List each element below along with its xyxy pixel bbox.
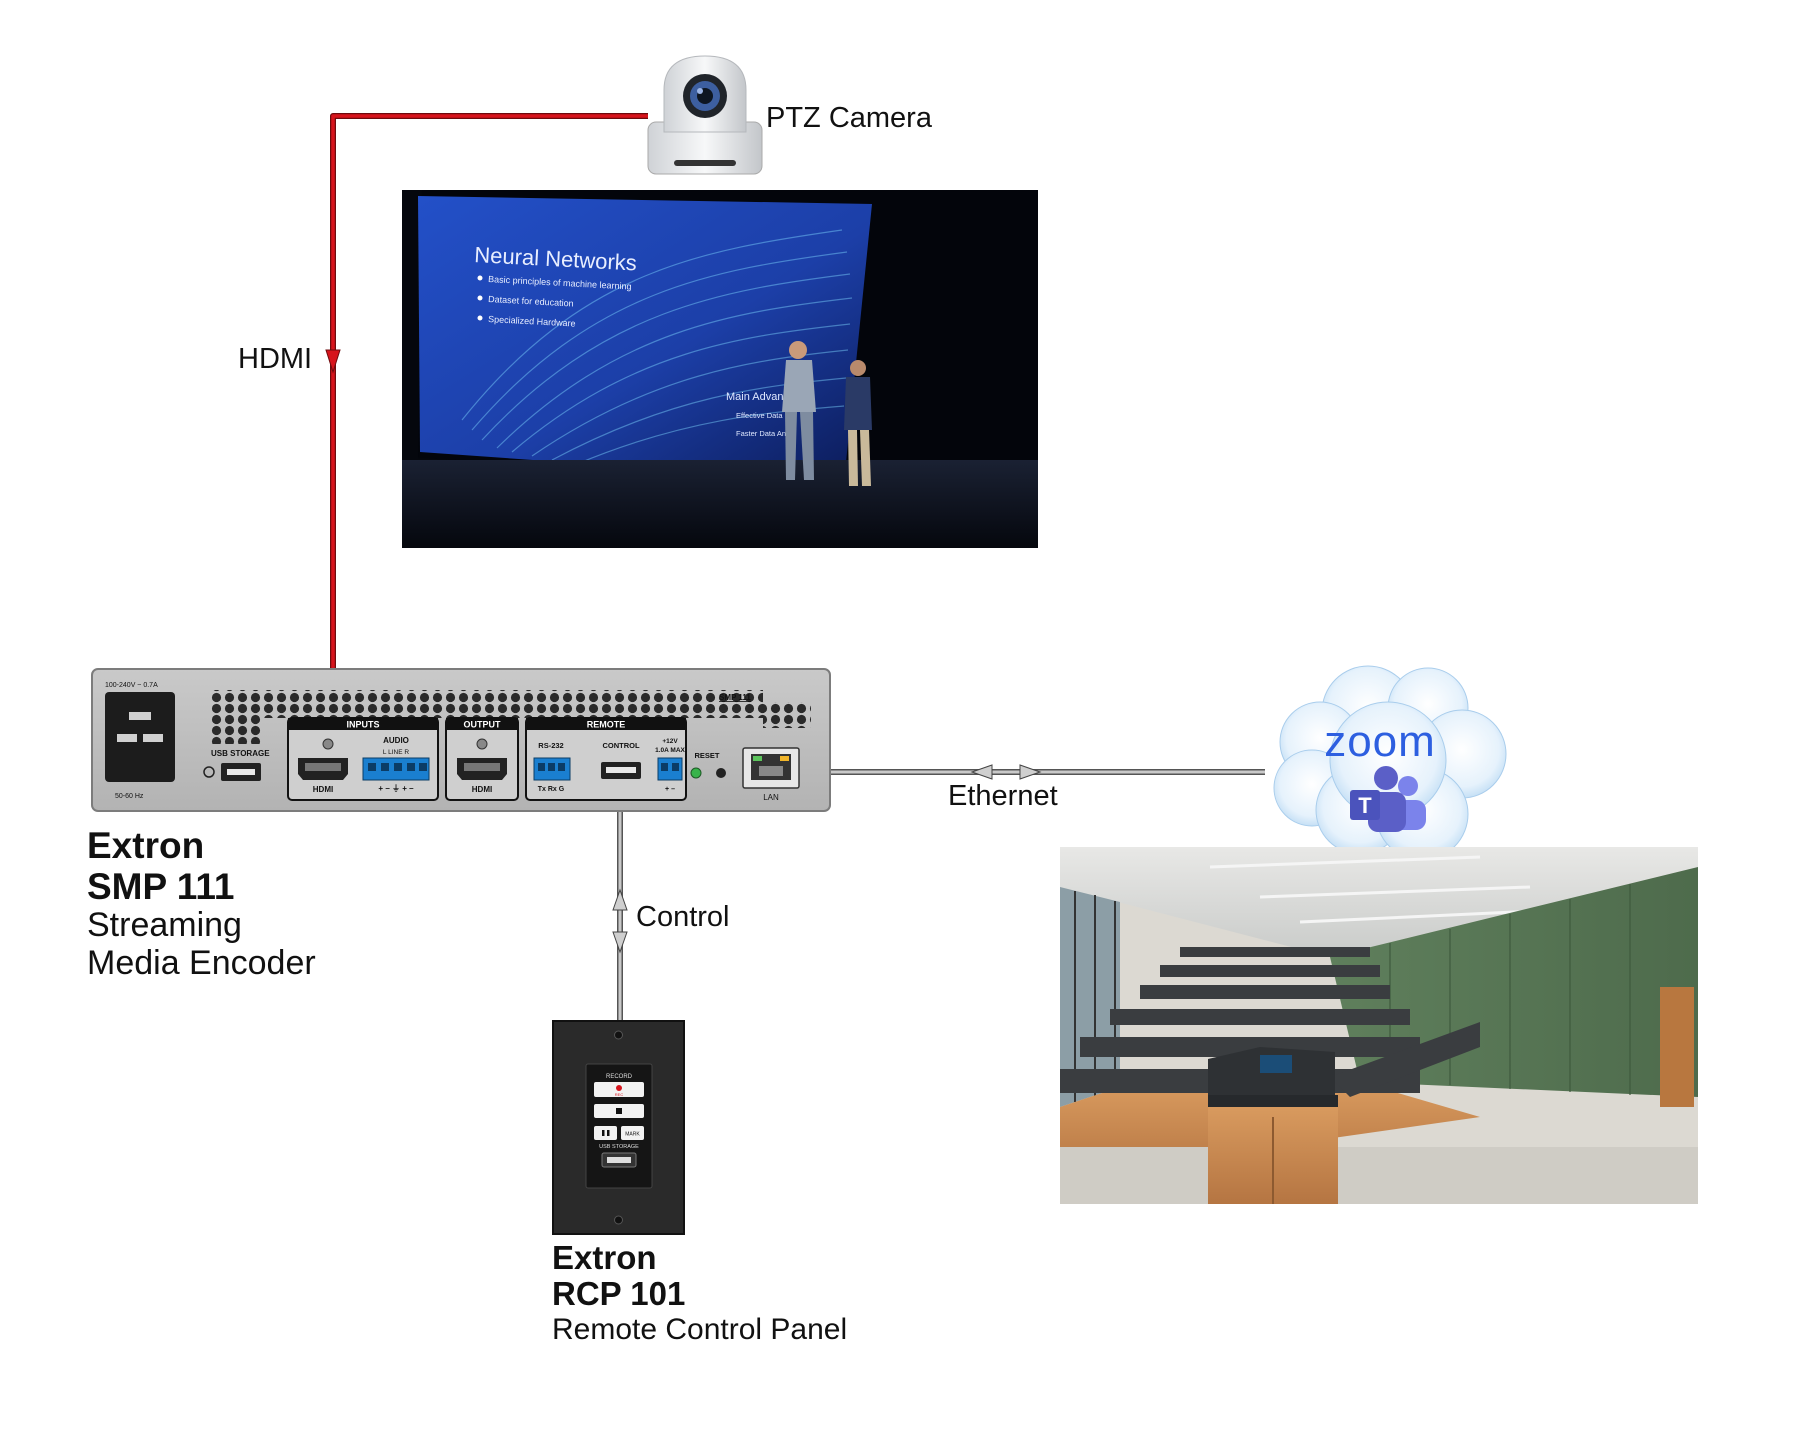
power-rating: 100-240V ~ 0.7A xyxy=(105,682,158,689)
ethernet-cable xyxy=(800,764,1265,780)
encoder-brand: Extron xyxy=(87,825,205,866)
slide-bullet-3: Specialized Hardware xyxy=(488,314,576,329)
ptz-camera-label: PTZ Camera xyxy=(766,102,932,134)
rcp101-panel: RECORD REC MARK USB STORAGE xyxy=(552,1020,685,1235)
usb-storage-label: USB STORAGE xyxy=(211,749,270,758)
slide-sub-bullet-2: Faster Data An xyxy=(736,429,786,438)
encoder-desc-1: Streaming xyxy=(87,906,242,945)
record-icon xyxy=(616,1085,622,1091)
stage-scene: Neural Networks Basic principles of mach… xyxy=(402,190,1038,548)
slide-bullet-2: Dataset for education xyxy=(488,294,574,308)
lecture-hall-scene xyxy=(1060,847,1698,1204)
audio-label: AUDIO xyxy=(383,736,409,745)
rs232-pins: Tx Rx G xyxy=(538,786,565,793)
smp111-encoder: 100-240V ~ 0.7A 50-60 Hz USB STORAGE INP… xyxy=(91,668,831,812)
control-cable-label: Control xyxy=(636,901,730,933)
encoder-model: SMP 111 xyxy=(87,865,235,907)
remote-label: REMOTE xyxy=(587,720,626,730)
audio-channels: L LINE R xyxy=(383,749,409,756)
rcp-pause-button[interactable] xyxy=(594,1126,617,1140)
power-out-rating: 1.0A MAX xyxy=(655,747,685,754)
slide-sub-bullet-1: Effective Data xyxy=(736,411,783,420)
slide-subtitle: Main Advant xyxy=(726,391,787,403)
power-out-label: +12V xyxy=(662,738,678,745)
rcp-model: RCP 101 xyxy=(552,1275,686,1313)
reset-label: RESET xyxy=(694,751,719,760)
vent-grille-left xyxy=(209,718,263,744)
stage-photo: Neural Networks Basic principles of mach… xyxy=(402,190,1038,548)
control-cable xyxy=(612,786,628,1030)
rcp-record-label: RECORD xyxy=(606,1074,633,1080)
output-label: OUTPUT xyxy=(464,720,502,730)
control-arrow-down-icon xyxy=(612,931,628,954)
vent-grille-right xyxy=(763,702,811,728)
lan-label: LAN xyxy=(763,793,779,802)
control-port-label: CONTROL xyxy=(602,741,639,750)
ethernet-arrow-right-icon xyxy=(1019,764,1042,780)
rcp-mark-button[interactable] xyxy=(621,1126,644,1140)
encoder-caption: Extron SMP 111 Streaming Media Encoder xyxy=(87,825,316,982)
hdmi-arrow-icon xyxy=(325,349,341,374)
control-arrow-up-icon xyxy=(612,888,628,911)
pause-icon xyxy=(602,1130,610,1136)
cloud-services: zoom T xyxy=(1273,665,1507,861)
rs232-label: RS-232 xyxy=(538,741,563,750)
zoom-logo: zoom xyxy=(1324,717,1436,766)
power-frequency: 50-60 Hz xyxy=(115,793,144,800)
rcp-rec-label: REC xyxy=(615,1092,624,1097)
power-out-pins: + – xyxy=(665,786,675,793)
presenter-1 xyxy=(782,341,816,480)
vent-grille-top xyxy=(209,690,763,718)
ptz-camera-icon xyxy=(647,55,763,175)
lecture-hall-photo xyxy=(1060,847,1698,1204)
ethernet-arrow-left-icon xyxy=(970,764,993,780)
presenter-2 xyxy=(844,360,872,486)
rcp101-face: RECORD REC MARK USB STORAGE xyxy=(585,1030,653,1225)
rcp-mark-label: MARK xyxy=(625,1132,640,1138)
hdmi-cable xyxy=(325,113,648,790)
svg-text:T: T xyxy=(1358,793,1372,818)
audio-pins: + – ⏚ + – xyxy=(378,784,414,793)
power-inlet[interactable] xyxy=(105,692,175,782)
hdmi-output-label: HDMI xyxy=(472,785,492,794)
encoder-desc-2: Media Encoder xyxy=(87,943,316,982)
lectern xyxy=(1208,1047,1338,1204)
inputs-label: INPUTS xyxy=(346,720,379,730)
status-led-icon xyxy=(690,767,702,779)
teams-logo-icon: T xyxy=(1350,766,1426,832)
encoder-rear-panel: 100-240V ~ 0.7A 50-60 Hz USB STORAGE INP… xyxy=(105,682,811,802)
hdmi-input-label: HDMI xyxy=(313,785,333,794)
ethernet-cable-label: Ethernet xyxy=(948,780,1058,812)
stop-icon xyxy=(616,1108,622,1114)
rcp-caption: Extron RCP 101 Remote Control Panel xyxy=(552,1239,848,1346)
reset-button[interactable] xyxy=(716,768,726,778)
hdmi-cable-label: HDMI xyxy=(238,343,313,375)
model-tag: SMP 111 xyxy=(719,693,751,702)
rcp-usb-label: USB STORAGE xyxy=(599,1144,639,1150)
rcp-brand: Extron xyxy=(552,1239,657,1276)
rcp-desc: Remote Control Panel xyxy=(552,1312,848,1346)
